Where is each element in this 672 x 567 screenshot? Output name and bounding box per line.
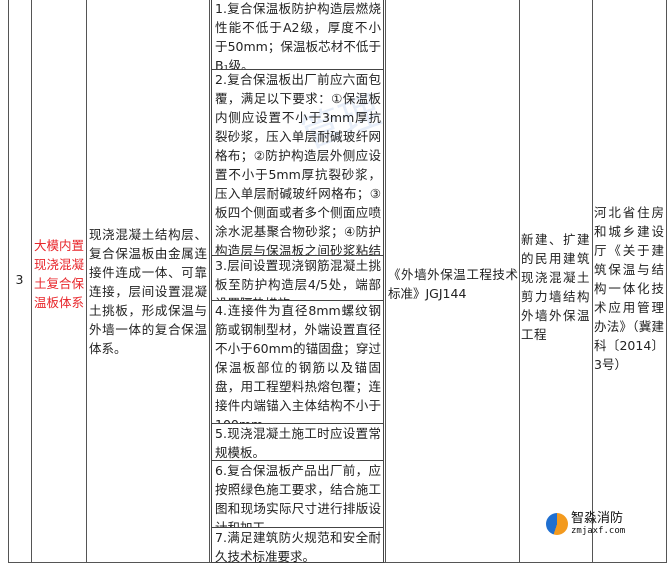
row-number: 3 — [15, 272, 24, 287]
system-description: 现浇混凝土结构层、复合保温板由金属连接件连成一体、可靠连接，层间设置混凝土挑板，… — [89, 227, 207, 356]
table-border — [8, 0, 9, 563]
requirement-item: 7.满足建筑防火规范和安全耐久技术标准要求。 — [211, 527, 384, 563]
watermark-logo: 智淼消防 zmjaxf.com — [546, 512, 625, 536]
logo-name: 智淼消防 — [571, 511, 624, 526]
table-border — [519, 0, 520, 563]
policy-document: 河北省住房和城乡建设厅《关于建筑保温与结构一体化技术应用管理办法》（冀建科〔20… — [594, 205, 664, 372]
table-border — [666, 0, 667, 563]
table-border — [385, 0, 386, 563]
requirement-item: 3.层间设置现浇钢筋混凝土挑板至防护构造层4/5处，端部设置隔热措施。 — [211, 255, 384, 301]
requirement-item: 2.复合保温板出厂前应六面包覆，满足以下要求：①保温板内侧应设置不小于3mm厚抗… — [211, 69, 384, 256]
requirement-item: 6.复合保温板产品出厂前，应按照绿色施工要求，结合施工图和现场实际尺寸进行排版设… — [211, 460, 384, 528]
application-scope: 新建、扩建的民用建筑现浇混凝土剪力墙结构外墙外保温工程 — [521, 232, 590, 342]
table-border — [86, 0, 87, 563]
table-border — [31, 0, 32, 563]
requirement-item: 4.连接件为直径8mm螺纹钢筋或钢制型材，外端设置直径不小于60mm的锚固盘；穿… — [211, 300, 384, 424]
logo-url: zmjaxf.com — [571, 526, 626, 536]
table-border — [592, 0, 593, 563]
system-name: 大模内置现浇混凝土复合保温板体系 — [34, 238, 85, 310]
requirement-item: 5.现浇混凝土施工时应设置常规模板。 — [211, 423, 384, 461]
table-border — [209, 0, 210, 563]
standard-reference: 《外墙外保温工程技术标准》JGJ144 — [388, 267, 518, 301]
logo-icon — [546, 513, 568, 535]
requirement-item: 1.复合保温板防护构造层燃烧性能不低于A2级，厚度不小于50mm；保温板芯材不低… — [211, 0, 384, 70]
